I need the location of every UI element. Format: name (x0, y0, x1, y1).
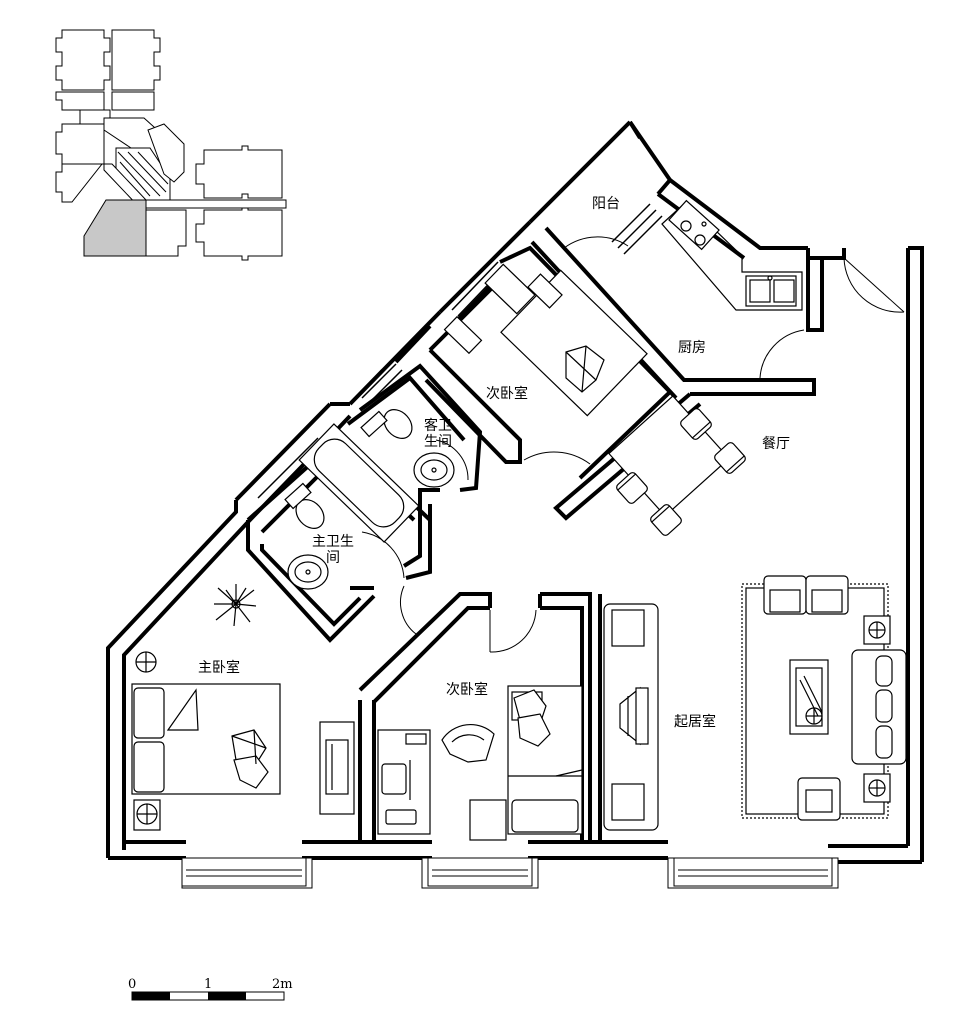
key-plan (55, 29, 287, 261)
label-second-bedroom-upper: 次卧室 (486, 385, 528, 402)
plant-icon (214, 584, 257, 627)
lower-bedroom-furniture (377, 685, 583, 841)
windows (176, 203, 839, 889)
dining-set (608, 395, 746, 536)
guest-bath-fixtures (360, 409, 455, 488)
label-kitchen: 厨房 (678, 340, 706, 356)
label-guest-bath-1: 客卫 (424, 417, 452, 434)
dining-chair (714, 442, 746, 474)
label-living-room: 起居室 (674, 713, 716, 730)
scale-bar: 0 1 2m (128, 977, 293, 1001)
scale-tick-0: 0 (128, 977, 136, 992)
master-bath-fixtures (284, 423, 420, 590)
label-balcony: 阳台 (592, 196, 620, 212)
dining-chair (650, 504, 682, 536)
room-labels: 阳台 厨房 次卧室 客卫 生间 餐厅 主卫生 间 主卧室 次卧室 起居室 (198, 196, 790, 730)
label-master-bedroom: 主卧室 (198, 659, 240, 676)
upper-bedroom-furniture (443, 263, 648, 417)
label-second-bedroom-lower: 次卧室 (446, 681, 488, 698)
scale-tick-2m: 2m (272, 977, 293, 992)
label-guest-bath-2: 生间 (424, 434, 452, 450)
label-master-bath-1: 主卫生 (312, 534, 354, 550)
master-bedroom-furniture (131, 584, 355, 831)
label-master-bath-2: 间 (326, 550, 340, 566)
lamp-icon (135, 651, 157, 673)
scale-tick-1: 1 (204, 977, 212, 992)
lamp-icon (133, 799, 161, 831)
dining-chair (680, 408, 712, 440)
doors (361, 236, 905, 653)
dining-chair (616, 472, 648, 504)
kitchen-fixtures (661, 199, 803, 311)
living-furniture (603, 575, 907, 831)
label-dining: 餐厅 (762, 436, 790, 452)
